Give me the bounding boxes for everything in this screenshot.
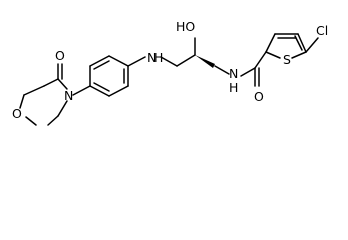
- atom-o-amide: O: [254, 89, 264, 104]
- atom-h-amine: H: [154, 50, 163, 65]
- atom-chlorine: Cl: [316, 23, 328, 38]
- bond-c5-c6: [47, 115, 59, 126]
- atom-hydroxyl: HO: [176, 19, 195, 34]
- bond-th-3: [297, 33, 307, 53]
- bond-carbonyl-thiophene: [254, 51, 267, 69]
- atom-n-amine: N: [147, 50, 156, 65]
- bond-n-c5: [57, 100, 68, 117]
- bond-c6-o: [25, 116, 37, 126]
- bond-co-n: [57, 78, 68, 90]
- atom-o-ring: O: [12, 106, 22, 121]
- bonds: [19, 33, 319, 126]
- bond-c2-c3: [23, 85, 45, 96]
- bond-ph-inner-1: [93, 60, 110, 70]
- atom-n-morpholine: N: [64, 88, 73, 103]
- atom-o-ketone: O: [55, 48, 65, 63]
- atom-labels: O O N N H HO N H O S Cl: [12, 19, 328, 121]
- bond-ph-5: [108, 85, 129, 97]
- atom-s-thiophene: S: [283, 52, 291, 67]
- bond-ch2-nh-amide: [214, 65, 230, 75]
- bond-ch2-choh: [176, 54, 196, 67]
- bond-th-1: [265, 51, 281, 59]
- bond-th-2: [291, 51, 307, 59]
- bond-o-c2: [19, 94, 25, 109]
- bond-th-inner-2: [294, 35, 303, 51]
- bond-c3-co: [43, 78, 59, 87]
- bond-th-5: [265, 33, 276, 53]
- bond-thiophene-cl: [305, 37, 319, 53]
- bond-ph-inner-3: [93, 82, 110, 92]
- bond-nh-ch2: [160, 56, 178, 67]
- bond-ph-2: [89, 55, 110, 67]
- bond-ph-6: [89, 85, 110, 97]
- wedge-bond: [195, 55, 215, 68]
- molecule-structure: O O N N H HO N H O S Cl: [12, 19, 328, 126]
- atom-n-amide: N: [229, 66, 238, 81]
- bond-phenyl-nh: [127, 56, 146, 67]
- bond-n-phenyl: [72, 85, 91, 96]
- atom-h-amide: H: [229, 80, 238, 95]
- bond-ph-3: [108, 55, 129, 67]
- bond-nh-carbonyl: [240, 67, 256, 77]
